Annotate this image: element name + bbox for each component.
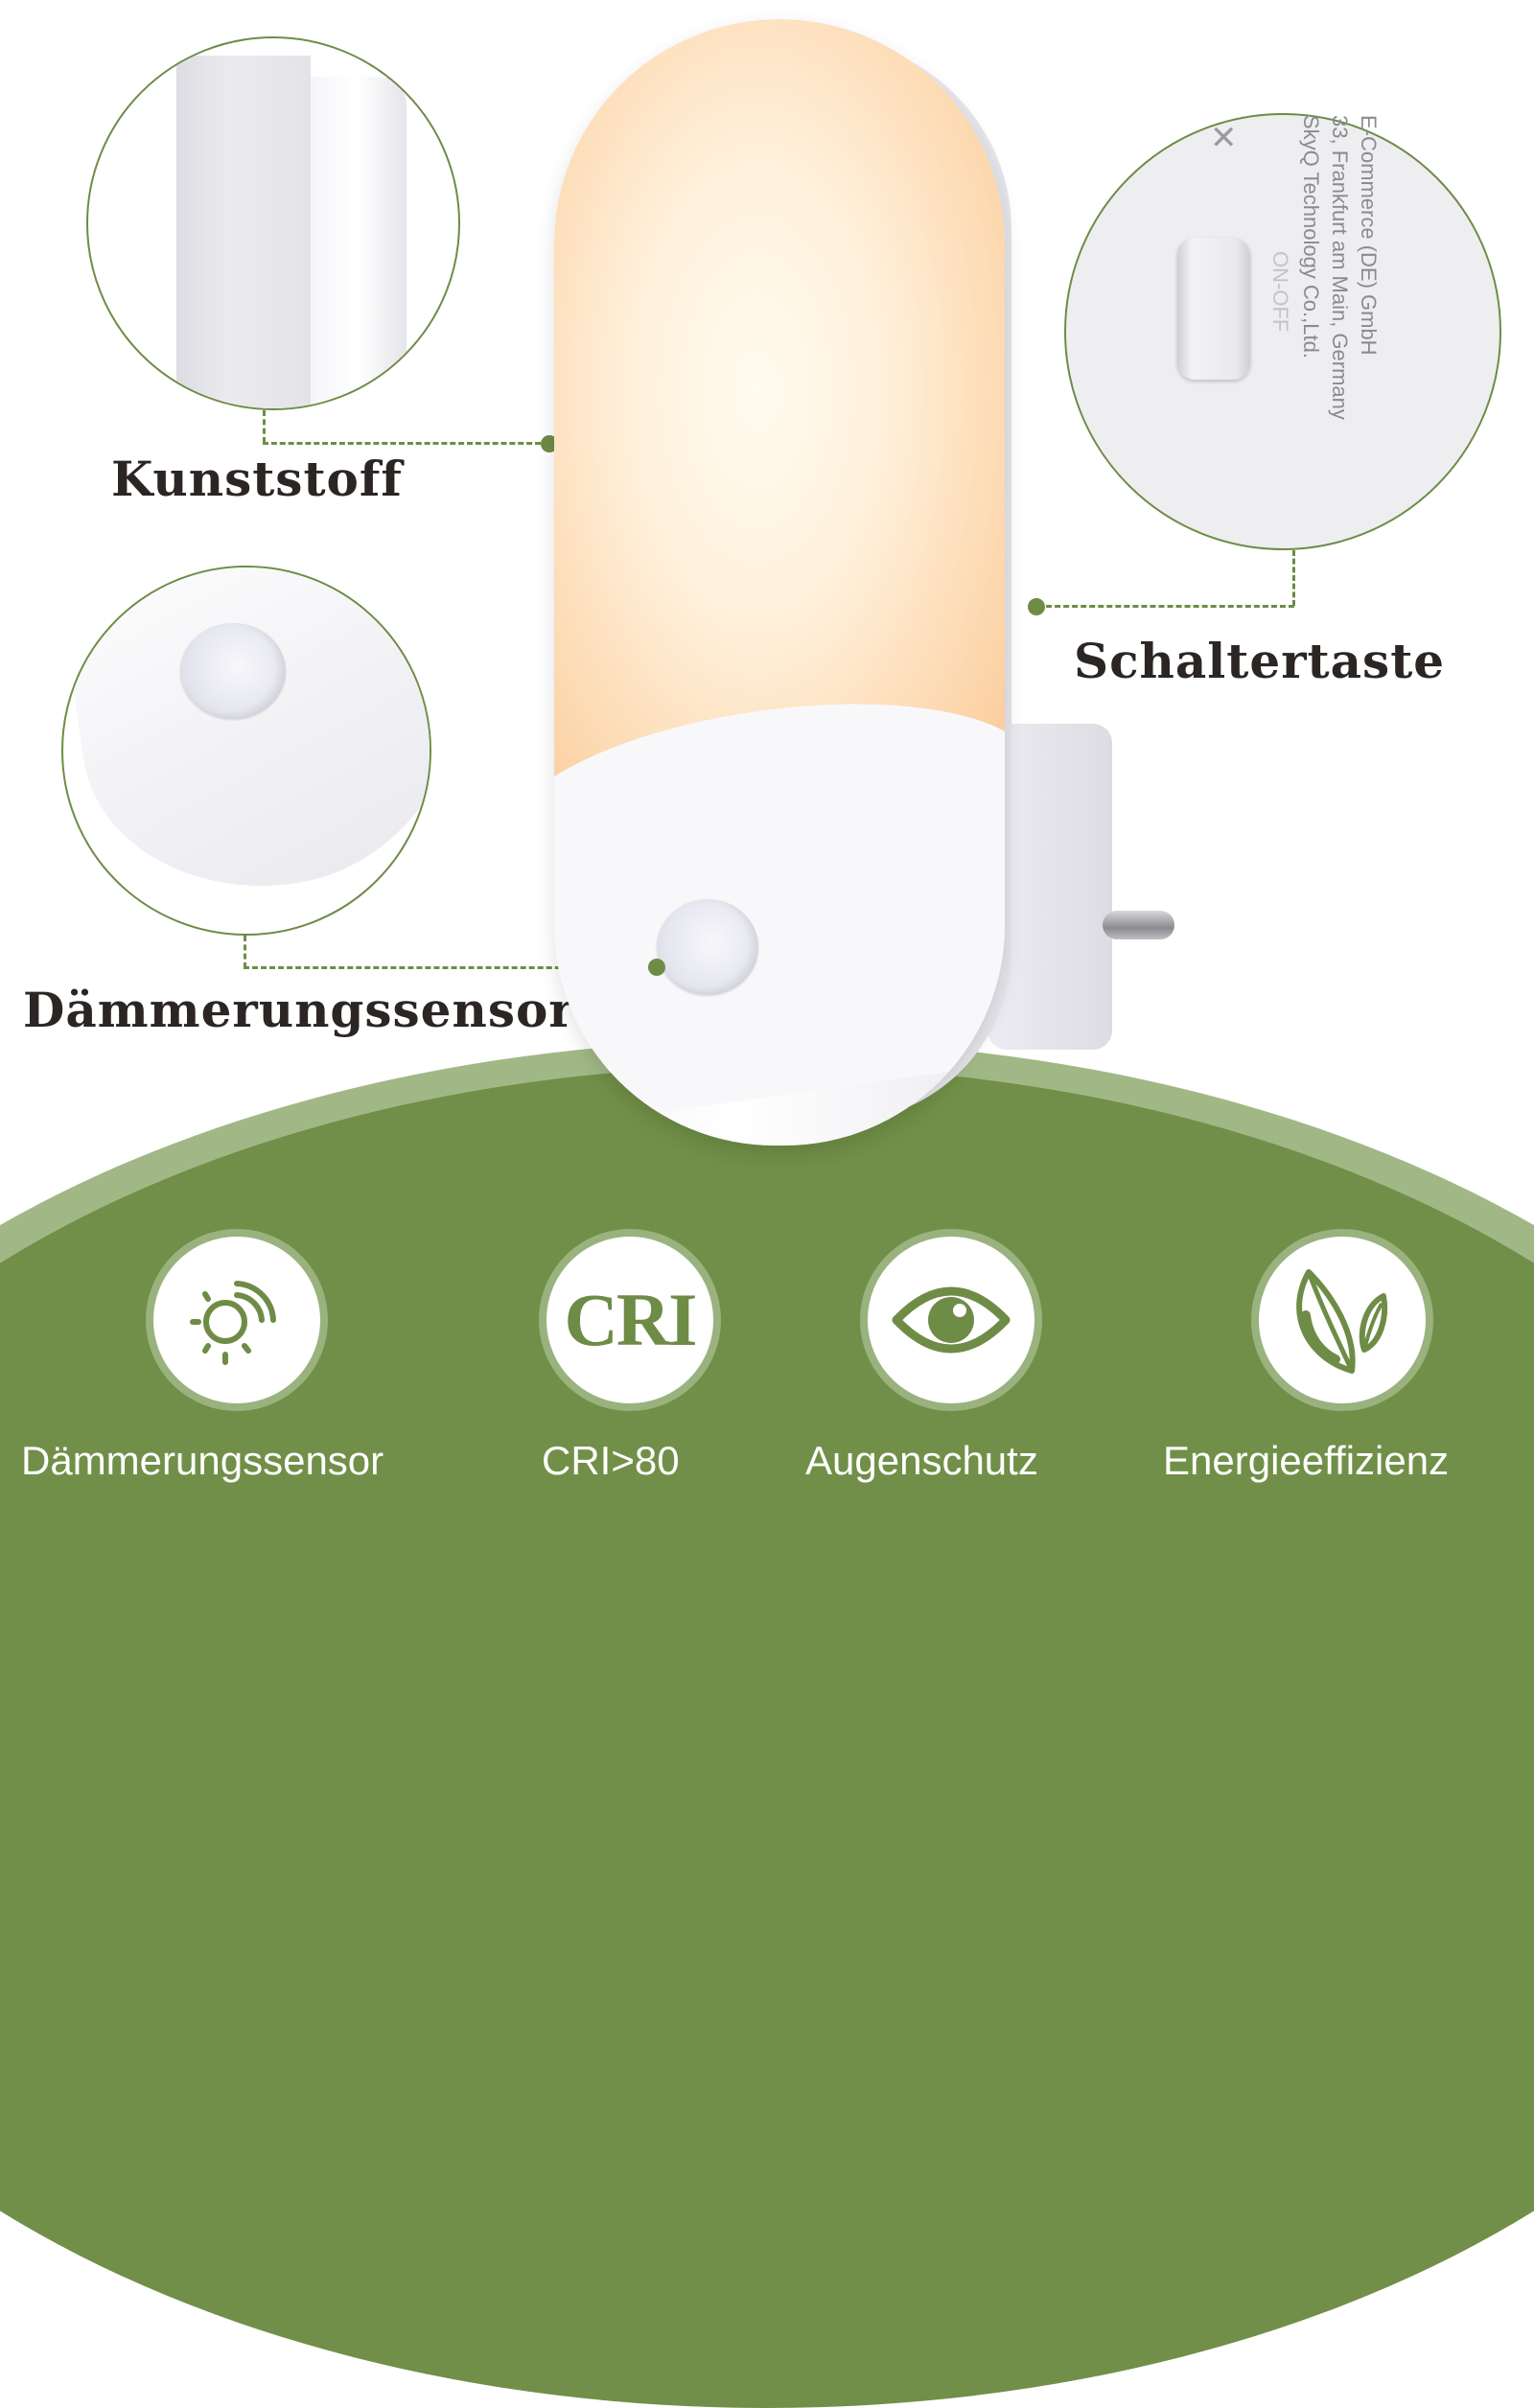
dusk-sensor <box>657 899 758 995</box>
plug-pin <box>1103 911 1174 939</box>
feature-label-cri: CRI>80 <box>542 1438 680 1483</box>
label-text-line: 33, Frankfurt am Main, Germany <box>1328 115 1352 420</box>
sensor-closeup <box>180 623 286 719</box>
on-off-switch[interactable] <box>1177 238 1250 380</box>
label-switch-button: Schaltertaste <box>1074 633 1446 689</box>
sensor-housing <box>63 567 430 911</box>
feature-energy-efficiency <box>1251 1229 1433 1411</box>
feature-label-dusk-sensor: Dämmerungssensor <box>21 1438 384 1483</box>
zoom-circle-sensor <box>61 566 431 936</box>
eye-icon <box>892 1286 1011 1354</box>
feature-cri: CRI <box>539 1229 721 1411</box>
night-light <box>554 19 1005 1146</box>
zoom-circle-switch: ✕ <box>1064 113 1501 550</box>
label-plastic: Kunststoff <box>111 451 403 507</box>
leaves-icon <box>1296 1269 1388 1374</box>
feature-label-energy-efficiency: Energieeffizienz <box>1163 1438 1450 1483</box>
connector-dot <box>1028 598 1045 615</box>
label-text-line: SkyQ Technology Co.,Ltd. <box>1299 115 1323 359</box>
switch-label: ON-OFF <box>1268 251 1292 333</box>
feature-eye-protection <box>860 1229 1042 1411</box>
connector-dot <box>541 435 558 452</box>
lamp-diffuser <box>554 19 1005 844</box>
connector-line <box>263 410 266 443</box>
label-text-line: E-Commerce (DE) GmbH <box>1357 115 1381 356</box>
connector-dot <box>648 959 665 976</box>
feature-dusk-sensor <box>146 1229 328 1411</box>
zoom-circle-plastic <box>86 36 460 410</box>
label-dusk-sensor: Dämmerungssensor <box>23 982 575 1038</box>
cri-icon: CRI <box>564 1278 697 1361</box>
connector-line <box>244 966 656 969</box>
connector-line <box>263 442 541 445</box>
connector-line <box>1037 605 1294 608</box>
plastic-surface <box>176 56 311 408</box>
connector-line <box>1292 550 1295 606</box>
dusk-sensor-icon <box>190 1281 276 1365</box>
weee-bin-icon: ✕ <box>1210 120 1238 156</box>
connector-line <box>244 936 246 968</box>
feature-label-eye-protection: Augenschutz <box>805 1438 1038 1483</box>
plastic-edge <box>311 77 407 408</box>
